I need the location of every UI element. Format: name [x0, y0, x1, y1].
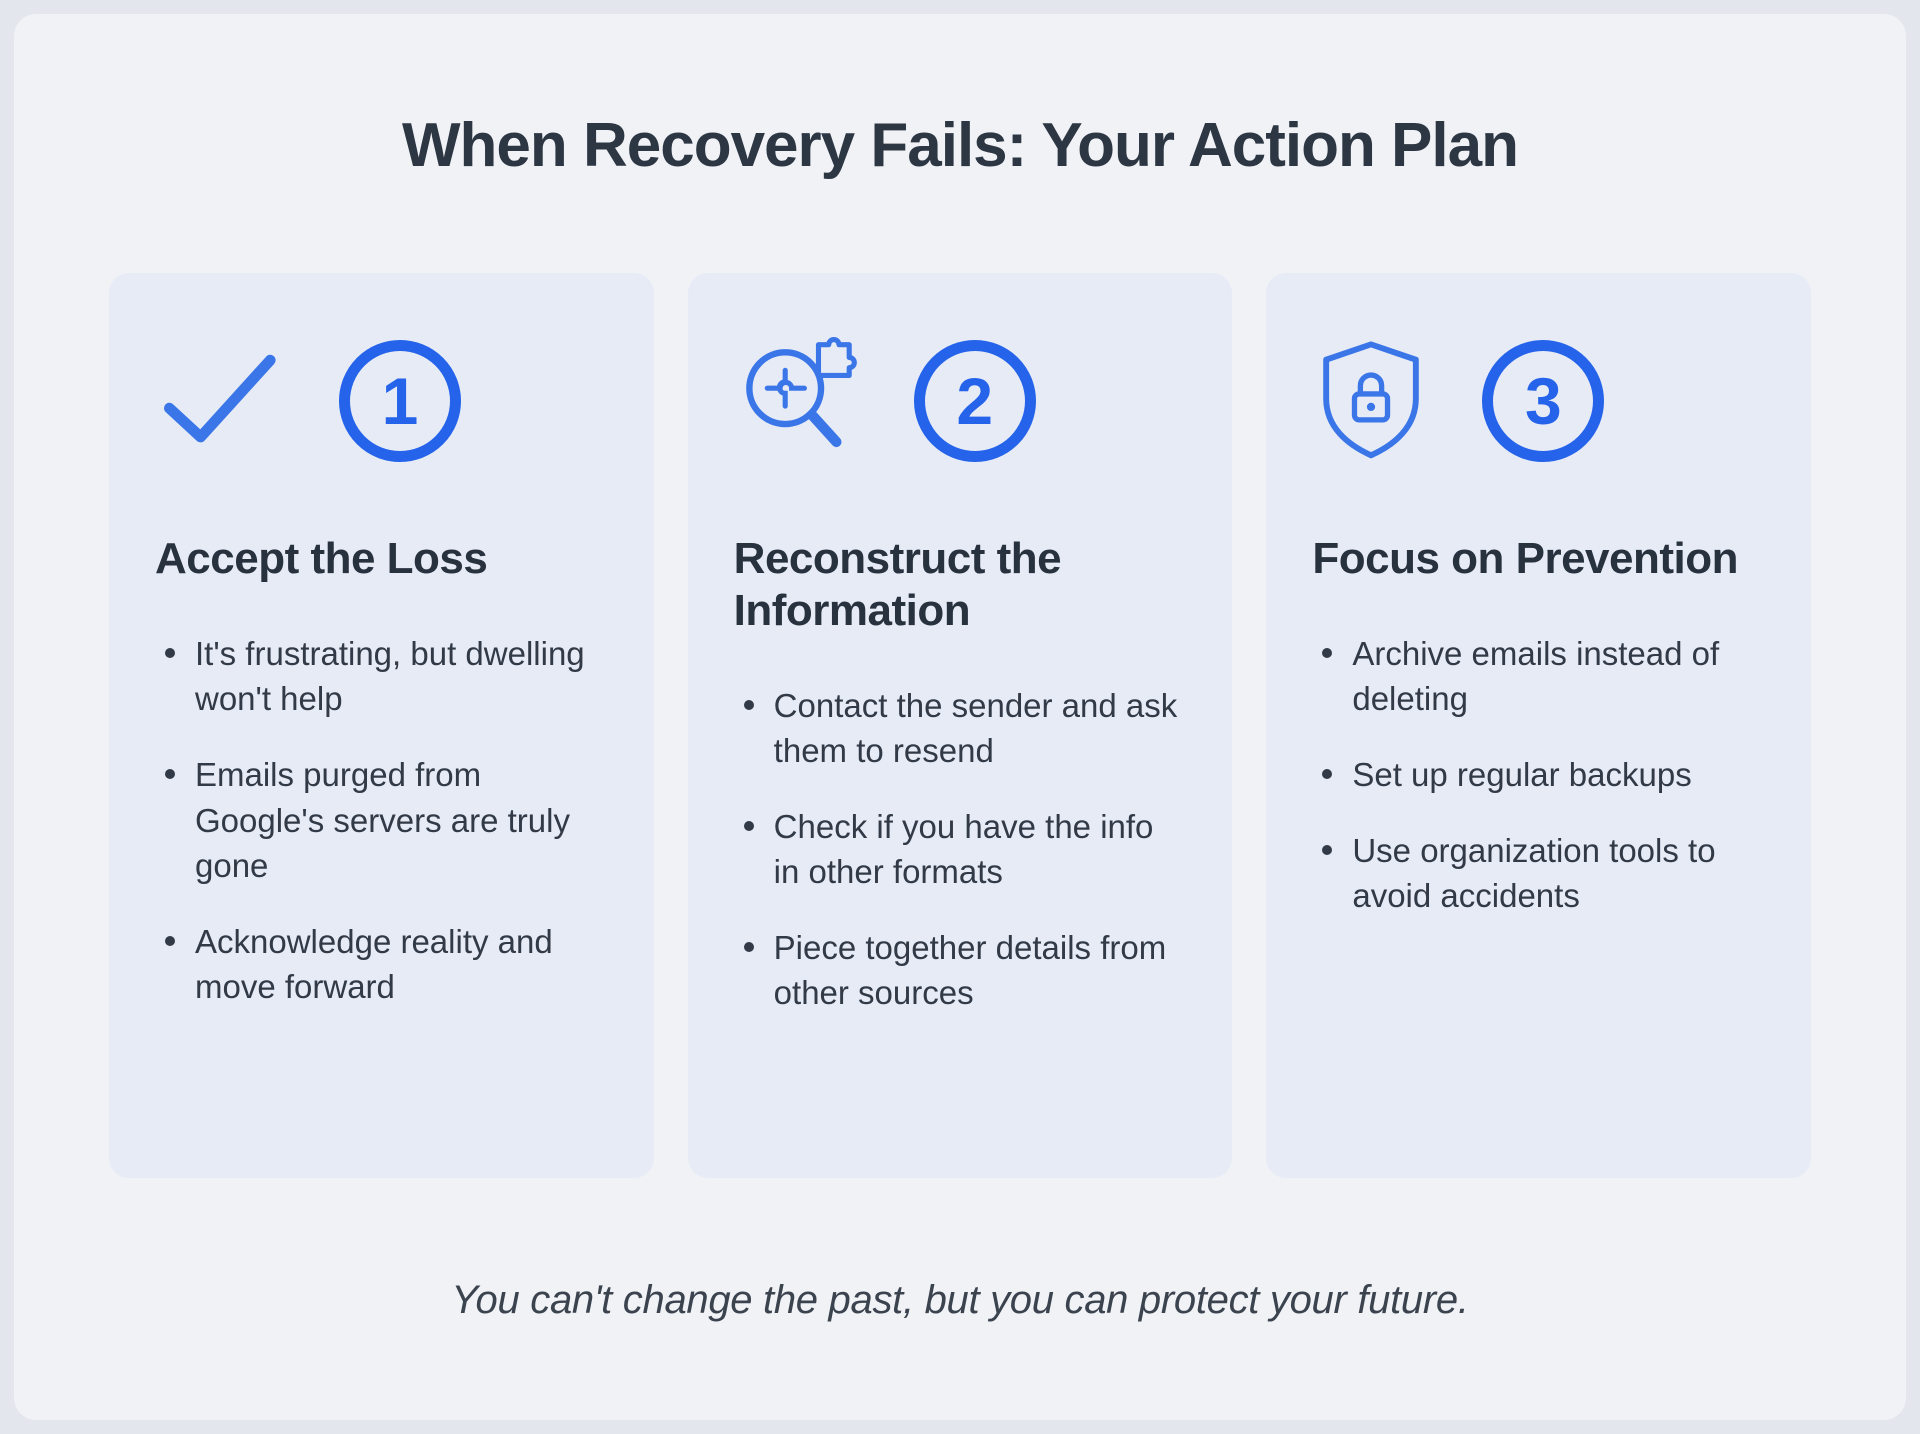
bullet-item: Acknowledge reality and move forward	[155, 919, 608, 1010]
steps-row: 1 Accept the Loss It's frustrating, but …	[109, 273, 1812, 1178]
step-1-title: Accept the Loss	[155, 534, 488, 583]
footer-quote: You can't change the past, but you can p…	[451, 1278, 1469, 1322]
bullet-item: Check if you have the info in other form…	[734, 804, 1187, 895]
bullet-item: Piece together details from other source…	[734, 925, 1187, 1016]
step-3-bullets: Archive emails instead of deleting Set u…	[1312, 631, 1765, 919]
step-card-reconstruct: 2 Reconstruct the Information Contact th…	[687, 273, 1233, 1178]
step-2-title: Reconstruct the Information	[733, 534, 1062, 635]
step-2-bullets: Contact the sender and ask them to resen…	[734, 683, 1187, 1016]
bullet-item: Contact the sender and ask them to resen…	[734, 683, 1187, 774]
step-2-icon-row: 2	[734, 331, 1187, 471]
bullet-item: Use organization tools to avoid accident…	[1312, 828, 1765, 919]
step-3-number-badge: 3	[1482, 340, 1605, 462]
bullet-item: Set up regular backups	[1312, 752, 1765, 798]
step-3-icon-row: 3	[1312, 331, 1765, 471]
step-3-title: Focus on Prevention	[1312, 534, 1739, 583]
bullet-item: Archive emails instead of deleting	[1312, 631, 1765, 722]
shield-lock-icon	[1312, 337, 1430, 465]
bullet-item: Emails purged from Google's servers are …	[155, 752, 608, 889]
magnifier-puzzle-icon	[734, 337, 862, 465]
step-1-icon-row: 1	[155, 331, 608, 471]
page-title: When Recovery Fails: Your Action Plan	[402, 111, 1519, 180]
step-1-bullets: It's frustrating, but dwelling won't hel…	[155, 631, 608, 1010]
infographic-page: When Recovery Fails: Your Action Plan 1 …	[14, 14, 1906, 1420]
step-card-accept-loss: 1 Accept the Loss It's frustrating, but …	[109, 273, 654, 1178]
step-2-number-badge: 2	[913, 340, 1036, 462]
bullet-item: It's frustrating, but dwelling won't hel…	[155, 631, 608, 722]
step-card-prevention: 3 Focus on Prevention Archive emails ins…	[1266, 273, 1812, 1178]
step-1-number-badge: 1	[339, 340, 461, 462]
checkmark-icon	[155, 341, 287, 461]
